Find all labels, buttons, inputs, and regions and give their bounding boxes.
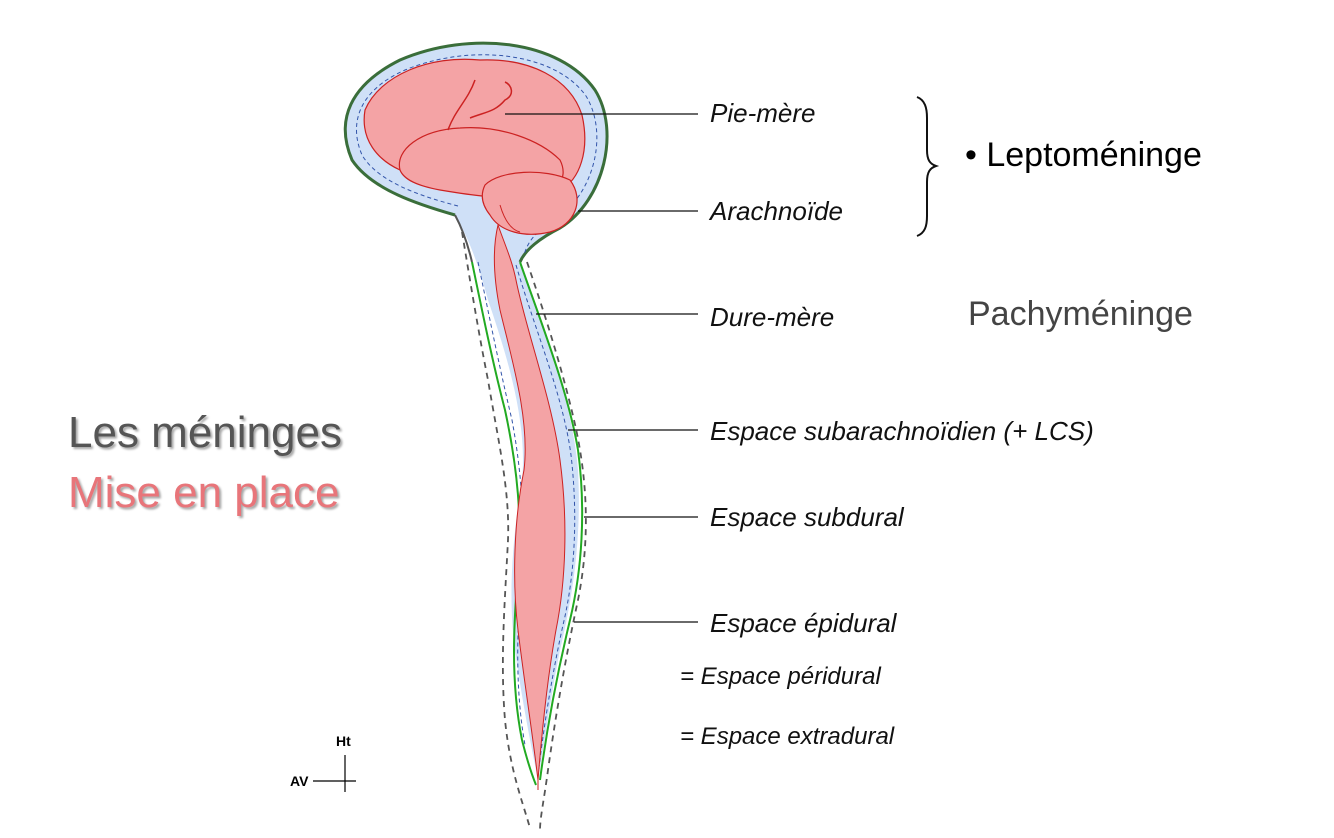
title-line-2: Mise en place <box>68 468 339 518</box>
label-dure-mere: Dure-mère <box>710 302 834 333</box>
leptomeninge-brace <box>917 97 936 236</box>
group-pachymeninge: Pachyméninge <box>968 295 1193 334</box>
title-line-1: Les méninges <box>68 408 342 458</box>
label-arachnoide: Arachnoïde <box>710 196 843 227</box>
group-leptomeninge: • Leptoméninge <box>965 136 1202 175</box>
orientation-front-label: AV <box>290 773 308 789</box>
label-espace-extradural: = Espace extradural <box>680 723 894 751</box>
label-espace-peridural: = Espace péridural <box>680 663 881 691</box>
label-pie-mere: Pie-mère <box>710 98 815 129</box>
label-espace-subdural: Espace subdural <box>710 502 904 533</box>
orientation-up-label: Ht <box>336 733 351 749</box>
label-espace-epidural: Espace épidural <box>710 608 896 639</box>
label-espace-subarachnoidien: Espace subarachnoïdien (+ LCS) <box>710 416 1094 447</box>
